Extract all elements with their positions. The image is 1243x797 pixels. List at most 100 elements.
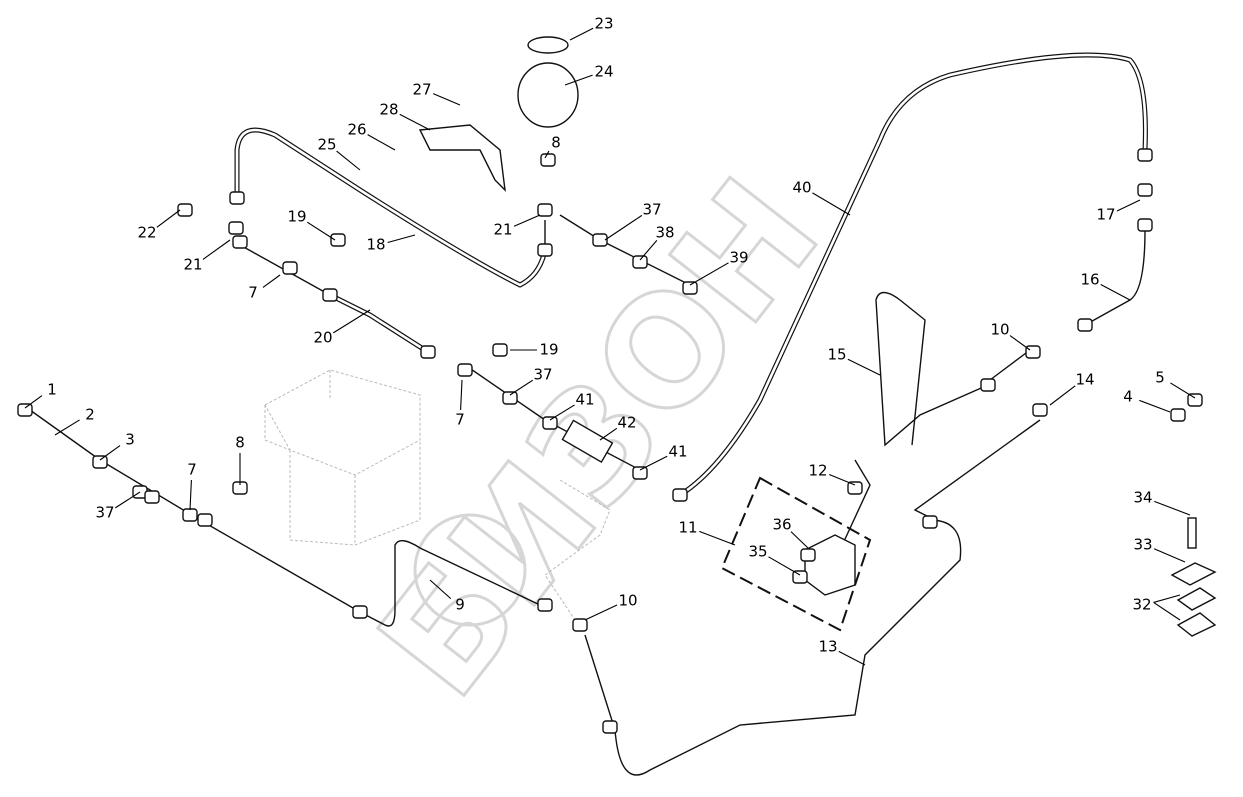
- fitting-part: [540, 153, 556, 167]
- callout-19: 19: [287, 208, 336, 241]
- callout-number: 18: [366, 236, 385, 254]
- callout-number: 41: [668, 443, 687, 461]
- callout-number: 42: [617, 414, 636, 432]
- leader-line: [604, 214, 643, 241]
- fitting-part: [457, 363, 473, 377]
- fitting-part: [572, 618, 588, 632]
- valve-block-ghost: [264, 369, 421, 546]
- leader-line: [306, 221, 336, 241]
- leader-line: [513, 214, 541, 227]
- callout-17: 17: [1096, 199, 1141, 224]
- leader-line: [509, 379, 534, 396]
- fitting-part: [232, 235, 248, 249]
- callout-10: 10: [990, 321, 1031, 351]
- leader-line: [99, 445, 121, 461]
- clamp-part: [527, 36, 569, 54]
- fitting-part: [502, 391, 518, 405]
- callout-21: 21: [183, 239, 231, 274]
- fitting-part: [592, 233, 608, 247]
- callout-13: 13: [818, 638, 866, 666]
- callout-25: 25: [317, 136, 361, 171]
- callout-7: 7: [248, 274, 281, 302]
- fitting-part: [352, 605, 368, 619]
- leader-line: [549, 404, 575, 421]
- callout-28: 28: [379, 101, 431, 131]
- fitting-part: [330, 233, 346, 247]
- fitting-part: [182, 508, 198, 522]
- leader-line: [689, 262, 729, 286]
- callout-32: 32: [1132, 594, 1181, 621]
- callout-number: 4: [1123, 388, 1133, 406]
- callout-27: 27: [412, 81, 461, 106]
- callout-34: 34: [1133, 489, 1191, 516]
- leader-line: [1100, 283, 1131, 301]
- callout-number: 3: [125, 431, 135, 449]
- fitting-part: [632, 255, 648, 269]
- callout-24: 24: [564, 63, 614, 86]
- watermark-logo: [413, 513, 527, 627]
- fitting-part: [420, 345, 436, 359]
- leader-line: [812, 192, 851, 216]
- callout-9: 9: [429, 579, 465, 614]
- fitting-part: [537, 598, 553, 612]
- callout-number: 12: [808, 462, 827, 480]
- callout-38: 38: [639, 224, 675, 261]
- leader-line: [790, 531, 809, 549]
- fitting-part: [1137, 183, 1153, 197]
- leader-line: [1153, 601, 1181, 621]
- callout-5: 5: [1155, 369, 1196, 399]
- leader-line: [639, 455, 668, 471]
- callout-number: 19: [287, 208, 306, 226]
- clamp-halves-part: [1170, 562, 1217, 637]
- callout-number: 32: [1132, 596, 1151, 614]
- callout-number: 33: [1133, 536, 1152, 554]
- callout-number: 36: [772, 516, 791, 534]
- hoses: [234, 52, 1148, 498]
- parts: [17, 36, 1217, 734]
- leader-line: [262, 274, 281, 288]
- callout-35: 35: [748, 543, 801, 576]
- leader-line: [829, 474, 856, 486]
- callout-number: 11: [678, 519, 697, 537]
- callout-number: 21: [493, 221, 512, 239]
- callout-22: 22: [137, 209, 181, 242]
- leader-line: [333, 309, 371, 334]
- callout-1: 1: [24, 381, 57, 409]
- callout-number: 37: [533, 366, 552, 384]
- callout-21: 21: [493, 214, 541, 239]
- callout-19: 19: [510, 341, 559, 359]
- callout-number: 19: [539, 341, 558, 359]
- fitting-part: [542, 416, 558, 430]
- fitting-part: [980, 378, 996, 392]
- callout-37: 37: [509, 366, 553, 396]
- accumulator-part: [517, 62, 579, 128]
- leader-line: [838, 650, 866, 666]
- leader-line: [1139, 399, 1171, 413]
- callout-37: 37: [604, 201, 662, 241]
- leader-line: [387, 234, 416, 244]
- fitting-part: [228, 221, 244, 235]
- fitting-part: [177, 203, 193, 217]
- callout-40: 40: [792, 179, 851, 216]
- leader-line: [584, 604, 618, 621]
- fitting-part: [197, 513, 213, 527]
- leader-line: [460, 379, 463, 411]
- bolt-part: [1187, 517, 1197, 549]
- callout-18: 18: [366, 234, 416, 254]
- callout-2: 2: [54, 406, 95, 436]
- callout-number: 15: [827, 346, 846, 364]
- callout-39: 39: [689, 249, 749, 286]
- fitting-part: [1032, 403, 1048, 417]
- leader-line: [367, 134, 396, 151]
- callout-14: 14: [1049, 371, 1095, 406]
- fitting-part: [1187, 393, 1203, 407]
- callout-number: 7: [455, 411, 465, 429]
- callout-number: 9: [455, 596, 465, 614]
- callout-number: 8: [235, 434, 245, 452]
- callout-number: 26: [347, 121, 366, 139]
- callout-number: 16: [1080, 271, 1099, 289]
- callout-number: 13: [818, 638, 837, 656]
- callout-42: 42: [599, 414, 637, 441]
- fitting-part: [1137, 148, 1153, 162]
